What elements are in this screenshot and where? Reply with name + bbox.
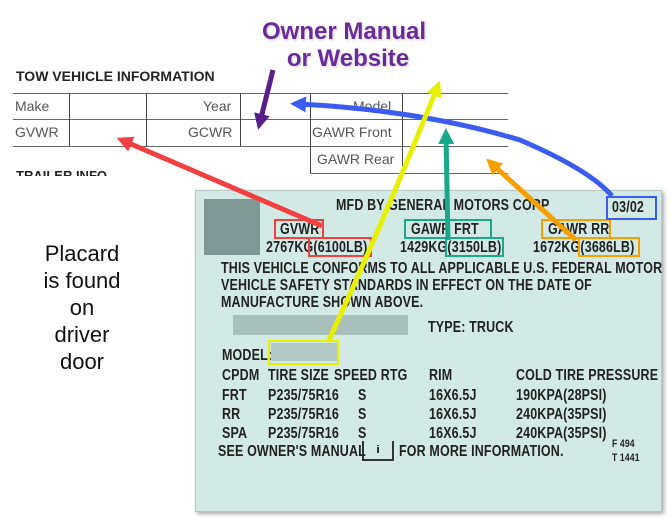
gawr-front-arrow: [438, 128, 455, 241]
gawr-front-label: GAWR Front: [312, 124, 392, 140]
tire-table-cell: S: [358, 406, 367, 423]
gcwr-label: GCWR: [188, 124, 233, 140]
model-label: MODEL:: [222, 347, 273, 364]
note-line: Placard: [44, 241, 120, 266]
tire-table-cell: P235/75R16: [268, 387, 339, 404]
date-highlight: [606, 196, 657, 220]
make-label: Make: [15, 98, 50, 114]
tire-table-cell: S: [358, 425, 367, 442]
conformance-line: THIS VEHICLE CONFORMS TO ALL APPLICABLE …: [221, 260, 663, 277]
tire-table-cell: 190KPA(28PSI): [516, 387, 607, 404]
tire-table-cell: P235/75R16: [268, 406, 339, 423]
gawr-frt-label: GAWR FRT: [411, 221, 479, 238]
date-arrow: [290, 96, 614, 198]
vehicle-type: TYPE: TRUCK: [428, 319, 514, 336]
tow-vehicle-title: TOW VEHICLE INFORMATION: [16, 68, 215, 84]
owner-arrow: [254, 69, 276, 130]
note-line: driver: [54, 322, 110, 347]
header-pressure: COLD TIRE PRESSURE: [516, 367, 659, 384]
gvwr-label: GVWR: [15, 124, 59, 140]
callout-line: Owner Manual: [262, 18, 427, 45]
model-highlight: [268, 340, 339, 365]
gvwr-value: 2767KG(6100LB): [266, 239, 368, 256]
tire-table-cell: SPA: [222, 425, 248, 442]
tire-table-cell: P235/75R16: [268, 425, 339, 442]
header-rim: RIM: [429, 367, 453, 384]
tire-table-cell: 240KPA(35PSI): [516, 406, 607, 423]
footer-left: SEE OWNER'S MANUAL: [218, 443, 366, 460]
header-tire-size: TIRE SIZE: [268, 367, 330, 384]
manual-info-icon: i: [362, 441, 394, 461]
trailer-info-title: TRAILER INFO: [16, 168, 107, 176]
redacted-vin: [233, 315, 408, 335]
tire-table-cell: 16X6.5J: [429, 425, 477, 442]
gvwr-label-highlight: [274, 219, 324, 239]
header-cpdm: CPDM: [222, 367, 260, 384]
footer-right: FOR MORE INFORMATION.: [399, 443, 564, 460]
gvwr-label: GVWR: [280, 221, 320, 238]
gawr-frt-value: 1429KG(3150LB): [400, 239, 502, 256]
tire-table-cell: S: [358, 387, 367, 404]
tire-table-cell: 16X6.5J: [429, 406, 477, 423]
conformance-line: VEHICLE SAFETY STANDARDS IN EFFECT ON TH…: [221, 277, 592, 294]
code-t: T 1441: [612, 452, 640, 464]
gawr-rear-arrow: [486, 158, 578, 242]
manufacture-date: 03/02: [612, 199, 645, 216]
tire-table-cell: 240KPA(35PSI): [516, 425, 607, 442]
note-line: is found: [43, 268, 121, 293]
code-f: F 494: [612, 438, 635, 450]
conformance-line: MANUFACTURE SHOWN ABOVE.: [221, 294, 424, 311]
gawr-rr-value: 1672KG(3686LB): [533, 239, 635, 256]
header-speed-rtg: SPEED RTG: [334, 367, 408, 384]
tire-table-cell: FRT: [222, 387, 247, 404]
gawr-frt-value-highlight: [445, 237, 504, 257]
placard-location-note: Placard is found on driver door: [22, 240, 142, 375]
tire-table-cell: 16X6.5J: [429, 387, 477, 404]
model-arrow: [325, 80, 442, 344]
note-line: door: [59, 349, 105, 374]
gawr-rear-label: GAWR Rear: [317, 151, 395, 167]
callout-line: or Website: [286, 45, 410, 72]
note-line: on: [69, 295, 95, 320]
redacted-logo: [204, 199, 260, 255]
gawr-rr-value-highlight: [578, 237, 640, 257]
year-label: Year: [203, 98, 232, 114]
gvwr-arrow: [116, 136, 323, 229]
redacted-model: [271, 343, 337, 361]
tire-placard: MFD BY GENERAL MOTORS CORP 03/02 GVWR GA…: [195, 190, 662, 512]
tire-table-cell: RR: [222, 406, 241, 423]
owner-manual-callout: Owner Manual or Website: [262, 18, 426, 72]
